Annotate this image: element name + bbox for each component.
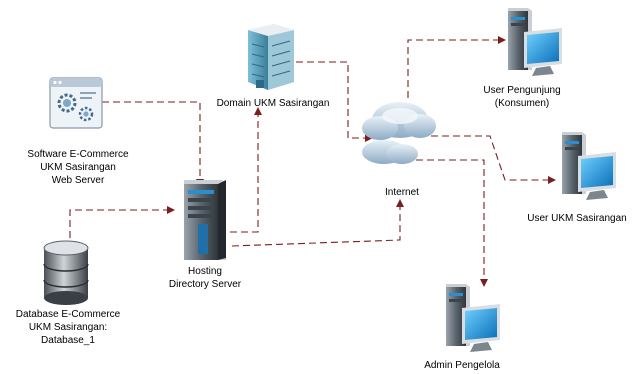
user-pengunjung-label: User Pengunjung (Konsumen): [483, 85, 561, 109]
admin-label: Admin Pengelola: [424, 360, 500, 371]
building-icon: [248, 24, 294, 90]
software-label: Software E-Commerce UKM Sasirangan Web S…: [27, 149, 129, 186]
workstation-icon: [508, 8, 562, 76]
workstation-icon: [446, 284, 500, 352]
connector-hosting-to-domain: [230, 107, 262, 233]
web-settings-icon: [49, 77, 103, 129]
connector-database-to-hosting: [69, 206, 175, 238]
connector-lines: [69, 36, 556, 287]
database-icon: [43, 240, 89, 305]
server-tower-icon: [184, 180, 226, 260]
domain-label: Domain UKM Sasirangan: [216, 98, 330, 109]
cloud-icon: [362, 102, 436, 164]
workstation-icon: [562, 132, 616, 200]
user-ukm-label: User UKM Sasirangan: [527, 213, 627, 224]
internet-label: Internet: [385, 187, 419, 198]
connector-hosting-to-internet: [231, 199, 404, 247]
connector-internet-to-user-ukm: [420, 135, 556, 184]
connector-domain-to-internet: [296, 61, 373, 142]
connector-internet-to-user-pengunjung: [407, 36, 506, 98]
database-label: Database E-Commerce UKM Sasirangan: Data…: [15, 309, 121, 346]
connector-internet-to-admin: [416, 159, 488, 287]
connector-software-to-hosting: [102, 101, 204, 187]
hosting-label: Hosting Directory Server: [168, 266, 242, 290]
